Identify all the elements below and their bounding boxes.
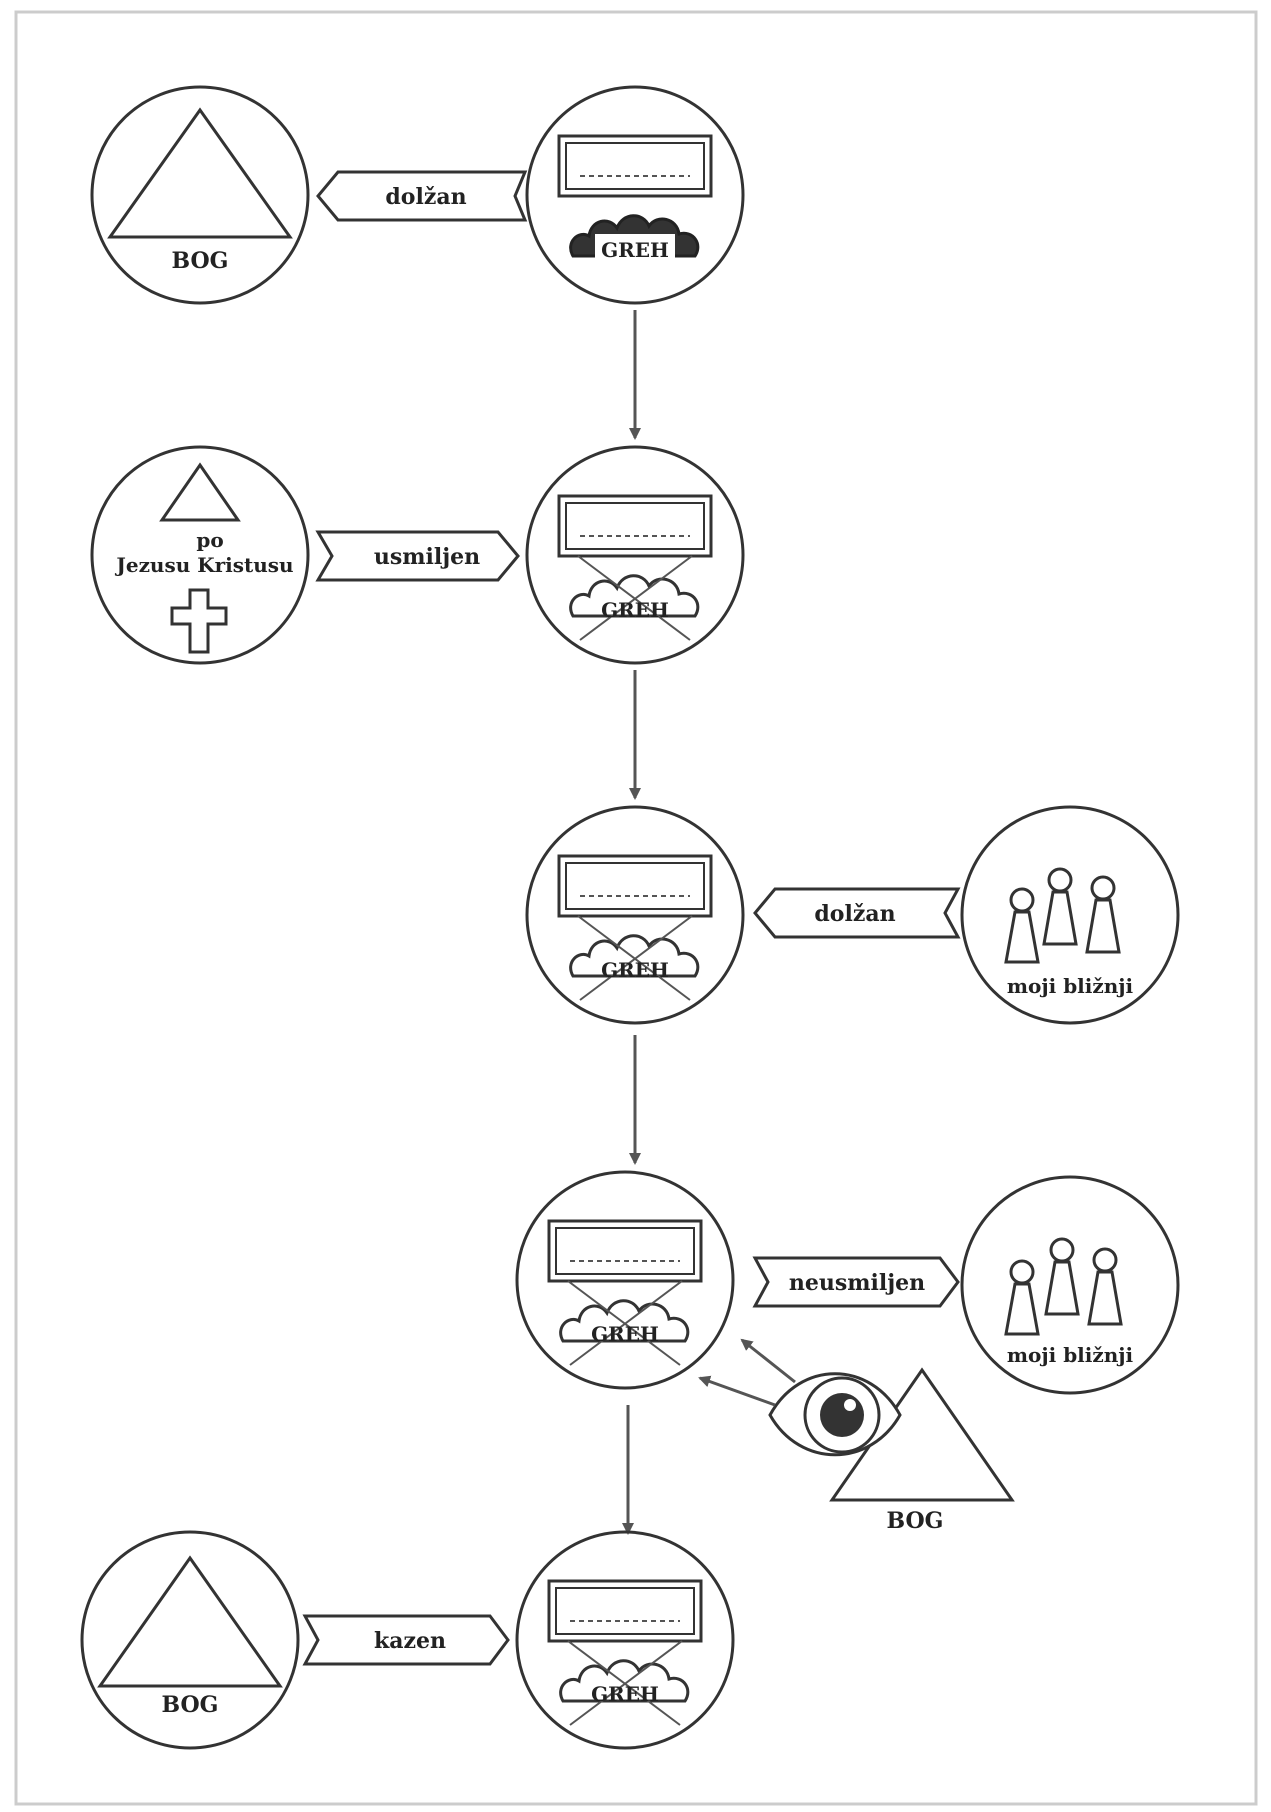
banner-label: usmiljen [374, 544, 480, 570]
banner-label: dolžan [385, 184, 466, 210]
people-icon [1004, 867, 1121, 964]
people-icon [1004, 1237, 1123, 1336]
jesus-label-line2: Jezusu Kristusu [114, 553, 293, 577]
sin-label: GREH [601, 958, 669, 982]
arrow-banner-merciful: usmiljen [315, 530, 520, 582]
ledger-icon [557, 494, 713, 558]
row-4: GREH neusmiljen moji bližnji BOG [515, 1170, 1180, 1534]
neighbours-circle: moji bližnji [960, 1175, 1180, 1395]
arrow-banner-debtor-neighbours: dolžan [753, 887, 961, 939]
god-circle: BOG [80, 1530, 300, 1750]
god-label: BOG [162, 1692, 219, 1718]
triangle-icon [159, 462, 241, 522]
arrow-banner-debtor: dolžan [316, 170, 528, 222]
person-circle: GREH [515, 1530, 735, 1750]
gaze-arrow-2 [698, 1375, 776, 1407]
cross-icon [170, 588, 228, 654]
person-circle: GREH [525, 445, 745, 665]
neighbours-label: moji bližnji [1007, 974, 1134, 998]
cross-out-icon [567, 1640, 683, 1726]
eye-icon [768, 1372, 902, 1457]
ledger-icon [547, 1579, 703, 1643]
person-circle: GREH [525, 805, 745, 1025]
banner-label: kazen [374, 1628, 446, 1654]
arrow-banner-unmerciful: neusmiljen [752, 1256, 960, 1308]
cross-out-icon [567, 1280, 683, 1366]
person-circle: GREH [515, 1170, 735, 1390]
cross-out-icon [577, 555, 693, 641]
triangle-icon [97, 1555, 283, 1688]
arrow-banner-punishment: kazen [302, 1614, 510, 1666]
god-label: BOG [172, 248, 229, 274]
row-1: BOG dolžan GREH [90, 85, 745, 305]
triangle-icon [107, 107, 293, 239]
sin-label: GREH [601, 238, 669, 262]
row-3: GREH dolžan moji bližnji [525, 805, 1180, 1025]
page-border [14, 10, 1258, 1806]
watching-god: BOG [698, 1338, 1015, 1534]
neighbours-circle: moji bližnji [960, 805, 1180, 1025]
god-circle: BOG [90, 85, 310, 305]
ledger-icon [557, 854, 713, 918]
sin-cloud-icon [569, 214, 700, 264]
banner-label: dolžan [814, 901, 895, 927]
god-label: BOG [887, 1508, 944, 1534]
cross-out-icon [577, 915, 693, 1001]
ledger-icon [557, 134, 713, 198]
jesus-label-line1: po [196, 528, 223, 552]
jesus-circle: po Jezusu Kristusu [90, 445, 310, 665]
person-circle: GREH [525, 85, 745, 305]
banner-label: neusmiljen [789, 1270, 925, 1296]
sin-label: GREH [601, 598, 669, 622]
neighbours-label: moji bližnji [1007, 1343, 1134, 1367]
sin-label: GREH [591, 1322, 659, 1346]
ledger-icon [547, 1219, 703, 1283]
row-5: BOG kazen GREH [80, 1530, 735, 1750]
row-2: po Jezusu Kristusu usmiljen GREH [90, 445, 745, 665]
gaze-arrow-1 [740, 1338, 796, 1384]
sin-label: GREH [591, 1682, 659, 1706]
